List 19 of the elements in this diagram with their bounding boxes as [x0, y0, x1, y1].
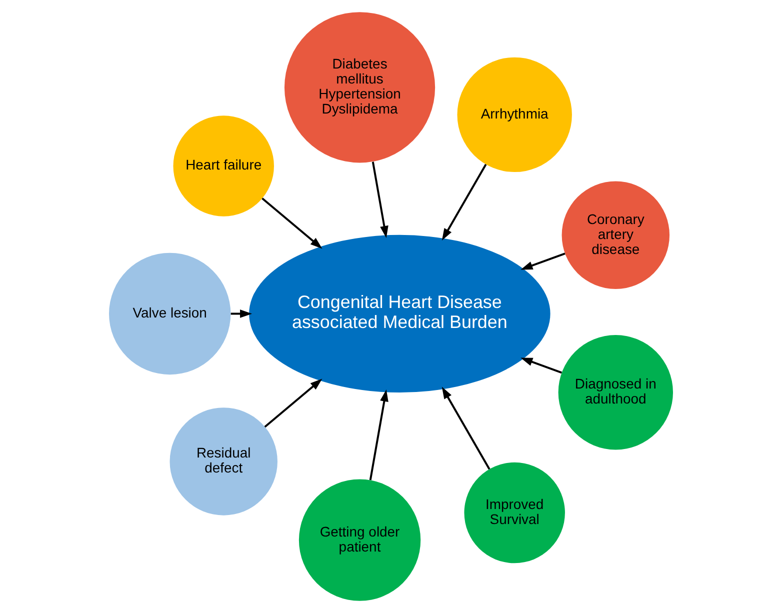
node-ellipse: Congenital Heart Disease associated Medical Burden — [249, 234, 550, 393]
arrow — [262, 198, 322, 249]
arrow — [520, 358, 562, 374]
node-circle: Arrhythmia — [457, 57, 572, 172]
node-circle: Heart failure — [173, 116, 274, 216]
node-circle: Getting older patient — [298, 479, 421, 601]
arrow — [230, 310, 252, 318]
arrow — [264, 378, 322, 428]
arrow — [369, 389, 388, 480]
arrow — [442, 164, 487, 241]
node-circle: Improved Survival — [464, 462, 565, 564]
node-circle: Diagnosed in adulthood — [558, 334, 673, 450]
node-circle: Coronary artery disease — [562, 181, 670, 289]
arrow — [520, 252, 566, 270]
arrow — [372, 162, 388, 238]
node-circle: Diabetes mellitus Hypertension Dyslipidema — [284, 12, 436, 163]
arrow — [442, 386, 490, 470]
node-circle: Residual defect — [170, 408, 278, 516]
node-circle: Valve lesion — [109, 252, 231, 375]
